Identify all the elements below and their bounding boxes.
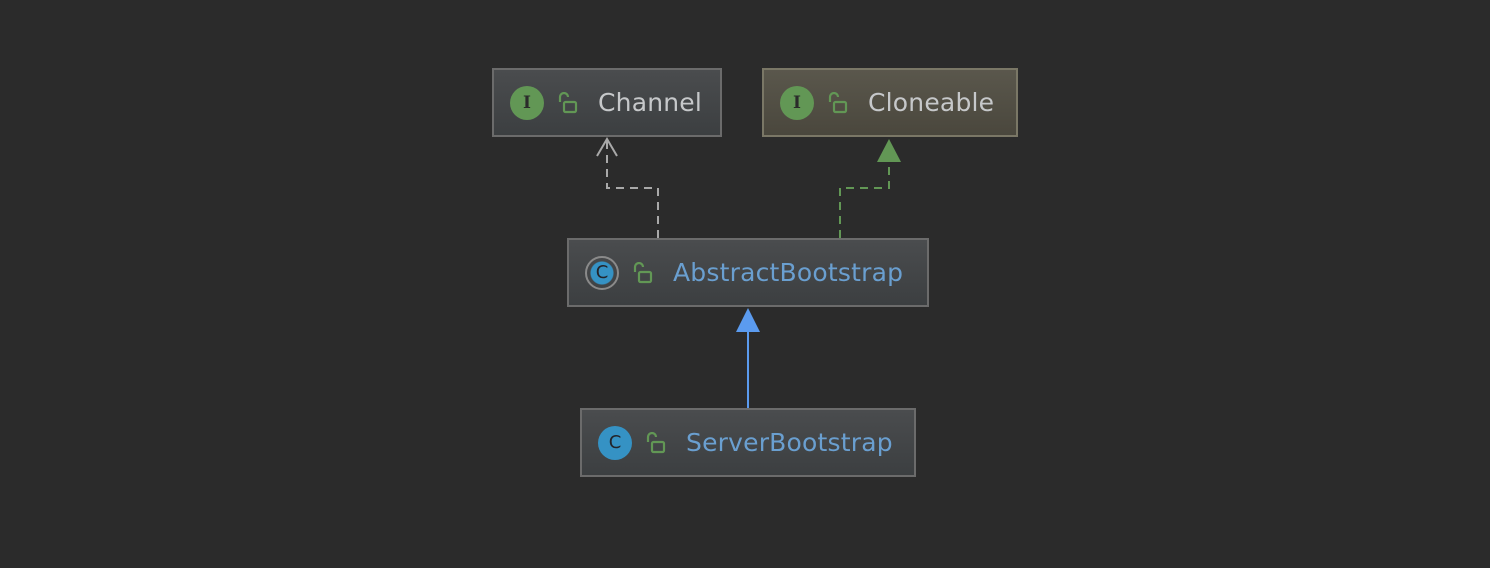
- node-label: Cloneable: [868, 88, 995, 117]
- edge-abstractbootstrap-to-channel: [596, 137, 659, 238]
- unlocked-padlock-icon: [828, 91, 848, 113]
- node-label: Channel: [598, 88, 703, 117]
- node-abstract-bootstrap[interactable]: C AbstractBootstrap: [567, 238, 929, 307]
- unlocked-padlock-icon: [646, 431, 666, 453]
- node-label: ServerBootstrap: [686, 428, 893, 457]
- node-label: AbstractBootstrap: [673, 258, 904, 287]
- node-channel[interactable]: I Channel: [492, 68, 722, 137]
- node-cloneable[interactable]: I Cloneable: [762, 68, 1018, 137]
- node-server-bootstrap[interactable]: C ServerBootstrap: [580, 408, 916, 477]
- edge-serverbootstrap-to-abstractbootstrap: [736, 308, 760, 408]
- edge-abstractbootstrap-to-cloneable: [839, 139, 901, 238]
- abstract-class-icon: C: [585, 255, 619, 290]
- unlocked-padlock-icon: [633, 261, 653, 283]
- interface-icon: I: [780, 85, 814, 120]
- unlocked-padlock-icon: [558, 91, 578, 113]
- class-icon: C: [598, 425, 632, 460]
- interface-icon: I: [510, 85, 544, 120]
